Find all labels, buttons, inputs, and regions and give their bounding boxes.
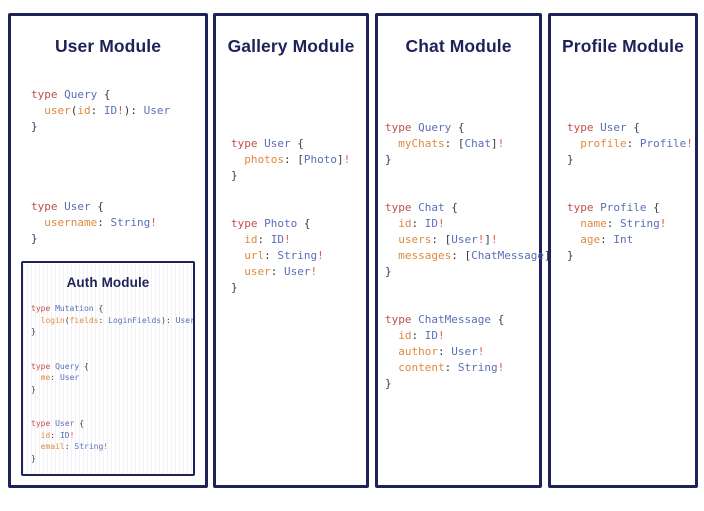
panel-title-auth-module: Auth Module [66, 275, 150, 290]
panel-chat-module[interactable]: Chat Module type Query { myChats: [Chat]… [375, 13, 557, 488]
panel-profile-module[interactable]: Profile Module type User { profile: Prof… [548, 13, 698, 488]
panel-gallery-module[interactable]: Gallery Module type User { photos: [Phot… [213, 13, 369, 488]
code-block-user-module: type Query { user(id: ID!): User } type … [31, 88, 171, 245]
code-block-profile-module: type User { profile: Profile! } type Pro… [567, 121, 693, 262]
panel-title-profile-module: Profile Module [562, 36, 684, 56]
code-block-gallery-module: type User { photos: [Photo]! } type Phot… [231, 137, 351, 294]
panel-auth-module[interactable]: Auth Module type Mutation { login(fields… [21, 261, 195, 476]
panel-title-gallery-module: Gallery Module [227, 36, 355, 56]
panel-title-user-module: User Module [54, 36, 162, 56]
code-block-chat-module: type Query { myChats: [Chat]! } type Cha… [385, 121, 557, 390]
panel-title-chat-module: Chat Module [405, 36, 512, 56]
code-block-auth-module: type Mutation { login(fields: LoginField… [31, 304, 195, 463]
panel-user-module[interactable]: User Module type Query { user(id: ID!): … [8, 13, 208, 488]
